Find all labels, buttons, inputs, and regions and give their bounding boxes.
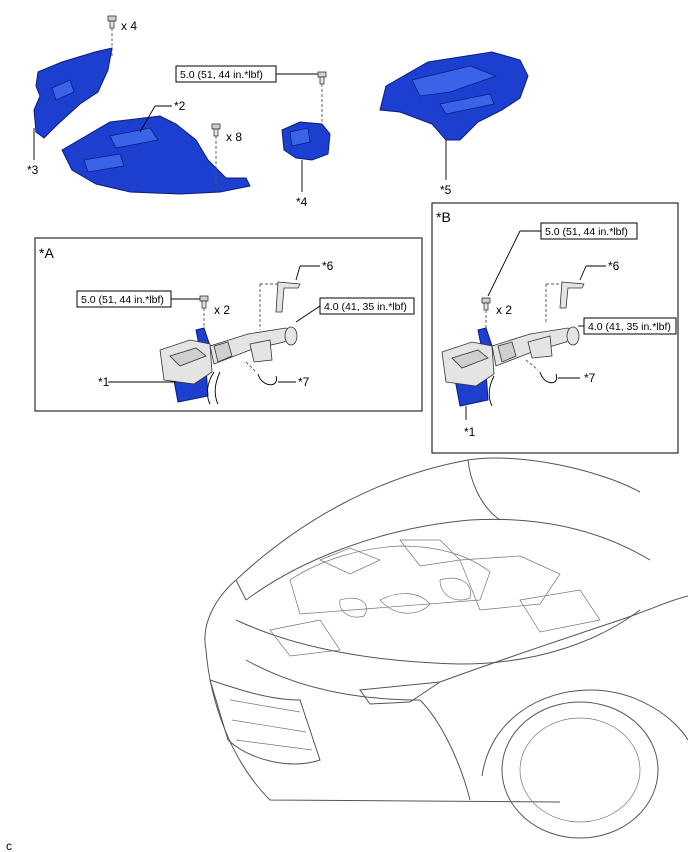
section-b-label: *B xyxy=(436,209,451,225)
hose-part xyxy=(559,281,585,309)
bolt-icon xyxy=(199,295,209,309)
callout-7-a: *7 xyxy=(298,375,310,389)
hose-part xyxy=(275,281,301,313)
bolt-qty-4: x 4 xyxy=(121,19,137,33)
hose-part xyxy=(257,373,277,386)
corner-mark: c xyxy=(6,839,12,852)
engine-side-cover-part xyxy=(33,47,113,139)
torque-top: 5.0 (51, 44 in.*lbf) xyxy=(180,69,263,81)
torque-b-clamp: 4.0 (41, 35 in.*lbf) xyxy=(588,321,671,333)
callout-4: *4 xyxy=(296,195,308,209)
torque-a-bolt: 5.0 (51, 44 in.*lbf) xyxy=(81,294,164,306)
bolt-icon xyxy=(107,15,117,29)
callout-3: *3 xyxy=(27,163,39,177)
engine-cover-part xyxy=(379,51,529,141)
section-a-frame xyxy=(34,237,423,412)
bolt-qty-2-a: x 2 xyxy=(214,303,230,317)
hose-part xyxy=(539,371,558,384)
callout-1-b: *1 xyxy=(464,425,476,439)
section-a-label: *A xyxy=(39,245,54,261)
vehicle-front-illustration xyxy=(204,457,688,839)
section-b-frame xyxy=(431,202,679,454)
engine-undercover-part xyxy=(61,115,251,195)
callout-1-a: *1 xyxy=(98,375,110,389)
bolt-qty-8: x 8 xyxy=(226,130,242,144)
torque-b-bolt: 5.0 (51, 44 in.*lbf) xyxy=(545,226,628,238)
bolt-icon xyxy=(481,297,491,311)
air-cleaner-assembly xyxy=(159,326,298,403)
callout-6-a: *6 xyxy=(322,259,334,273)
callout-7-b: *7 xyxy=(584,371,596,385)
bolt-icon xyxy=(317,71,327,85)
air-cleaner-assembly xyxy=(441,326,580,407)
callout-2: *2 xyxy=(174,99,186,113)
callout-6-b: *6 xyxy=(608,259,620,273)
bolt-qty-2-b: x 2 xyxy=(496,303,512,317)
callout-5: *5 xyxy=(440,183,452,197)
torque-a-clamp: 4.0 (41, 35 in.*lbf) xyxy=(324,301,407,313)
bolt-icon xyxy=(211,123,221,137)
